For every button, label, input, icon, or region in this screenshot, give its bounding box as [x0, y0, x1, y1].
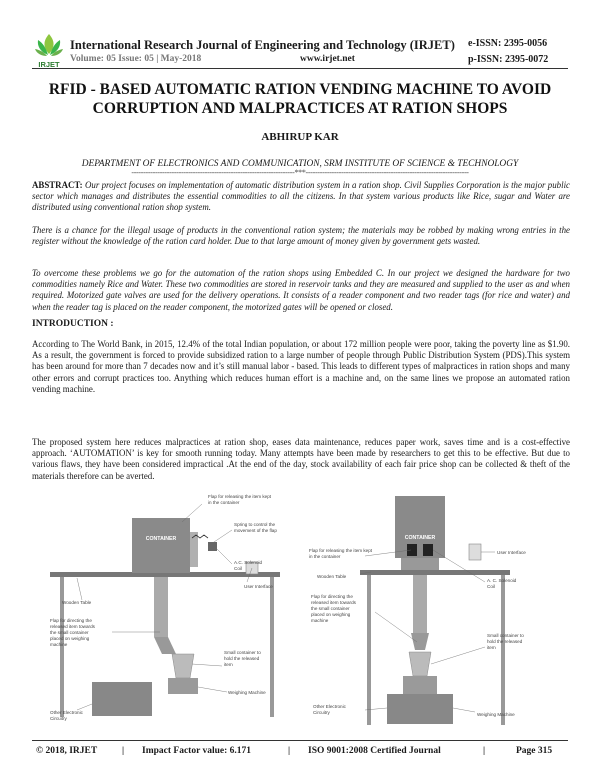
fl-weighing: Weighing Machine [228, 690, 266, 695]
introduction-paragraph-1: According to The World Bank, in 2015, 12… [32, 339, 570, 394]
fl-small-container-1: Small container to [224, 650, 261, 655]
fl-small-container-2: hold the released [224, 656, 260, 661]
figure-machine-front-view: CONTAINER Flap for releasing the item ke… [305, 482, 570, 744]
volume-issue: Volume: 05 Issue: 05 | May-2018 [70, 54, 202, 64]
fr-flap-release-2: in the container [309, 554, 341, 559]
title-line-1: RFID - BASED AUTOMATIC RATION VENDING MA… [48, 81, 552, 98]
irjet-logo: IRJET [32, 30, 66, 70]
introduction-paragraph-2: The proposed system here reduces malprac… [32, 437, 570, 481]
footer-sep-3: | [483, 746, 486, 756]
fl-flap-direct-5: machine [50, 642, 68, 647]
fr-solenoid-1: A. C. Solenoid [487, 578, 517, 583]
fr-flap-direct-2: released item towards [311, 600, 357, 605]
abstract-paragraph-3: To overcome these problems we go for the… [32, 268, 570, 312]
fr-flap-direct-1: Flap for directing the [311, 594, 353, 599]
fr-user-interface: User Interface [497, 550, 526, 555]
fl-flap-direct-3: the small container [50, 630, 89, 635]
e-issn: e-ISSN: 2395-0056 [468, 38, 548, 49]
container-label: CONTAINER [146, 536, 177, 542]
fl-flap-direct-2: released item towards [50, 624, 96, 629]
fl-solenoid-1: A.C. Solenoid [234, 560, 263, 565]
fl-flap-release-1: Flap for releasing the item kept [208, 494, 272, 499]
abstract-paragraph-2: There is a chance for the illegal usage … [32, 225, 570, 247]
fr-small-container-1: Small container to [487, 633, 524, 638]
footer-sep-1: | [122, 746, 125, 756]
fl-flap-direct-1: Flap for directing the [50, 618, 92, 623]
abstract-label: ABSTRACT: [32, 180, 83, 190]
fl-other-2: Circuitry [50, 716, 68, 721]
figure-machine-side-view: CONTAINER Flap for releasing the item ke… [32, 482, 302, 744]
footer-iso: ISO 9001:2008 Certified Journal [308, 746, 441, 756]
fl-spring-2: movement of the flap [234, 528, 277, 533]
container-label-right: CONTAINER [405, 535, 436, 541]
fl-flap-release-2: in the container [208, 500, 240, 505]
footer-impact-factor: Impact Factor value: 6.171 [142, 746, 252, 756]
fl-small-container-3: item [224, 662, 233, 667]
fr-wooden-table: Wooden Table [317, 574, 347, 579]
fr-small-container-3: item [487, 645, 496, 650]
fr-flap-direct-3: the small container [311, 606, 350, 611]
fl-wooden-table: Wooden Table [62, 600, 92, 605]
title-line-2: CORRUPTION AND MALPRACTICES AT RATION SH… [92, 100, 508, 117]
footer-copyright: © 2018, IRJET [36, 746, 98, 756]
footer-rule [32, 740, 568, 741]
footer-page-number: Page 315 [516, 746, 553, 756]
journal-website[interactable]: www.irjet.net [300, 54, 355, 64]
paper-title: RFID - BASED AUTOMATIC RATION VENDING MA… [32, 80, 568, 118]
footer-sep-2: | [288, 746, 291, 756]
affiliation: DEPARTMENT OF ELECTRONICS AND COMMUNICAT… [81, 159, 519, 169]
fl-user-interface: User Interface [244, 584, 273, 589]
abstract-text-1: Our project focuses on implementation of… [32, 180, 570, 213]
fr-small-container-2: hold the released [487, 639, 523, 644]
fr-flap-direct-4: placed on weighing [311, 612, 351, 617]
section-separator: ----------------------------------------… [131, 168, 469, 177]
fl-spring-1: Spring to control the [234, 522, 276, 527]
journal-name: International Research Journal of Engine… [70, 38, 455, 52]
fl-solenoid-2: Coil [234, 566, 242, 571]
p-issn: p-ISSN: 2395-0072 [468, 54, 549, 65]
fr-solenoid-2: Coil [487, 584, 495, 589]
fr-weighing: Weighing Machine [477, 712, 515, 717]
fr-other-1: Other Electronic [313, 704, 347, 709]
header-rule [32, 68, 568, 69]
introduction-heading: INTRODUCTION : [32, 319, 114, 329]
author-name: ABHIRUP KAR [261, 131, 339, 143]
fr-other-2: Circuitry [313, 710, 331, 715]
logo-text: IRJET [38, 60, 60, 69]
fr-flap-release-1: Flap for releasing the item kept [309, 548, 373, 553]
abstract-paragraph-1: ABSTRACT: Our project focuses on impleme… [32, 180, 570, 214]
fl-flap-direct-4: placed on weighing [50, 636, 90, 641]
fl-other-1: Other Electronic [50, 710, 84, 715]
fr-flap-direct-5: machine [311, 618, 329, 623]
